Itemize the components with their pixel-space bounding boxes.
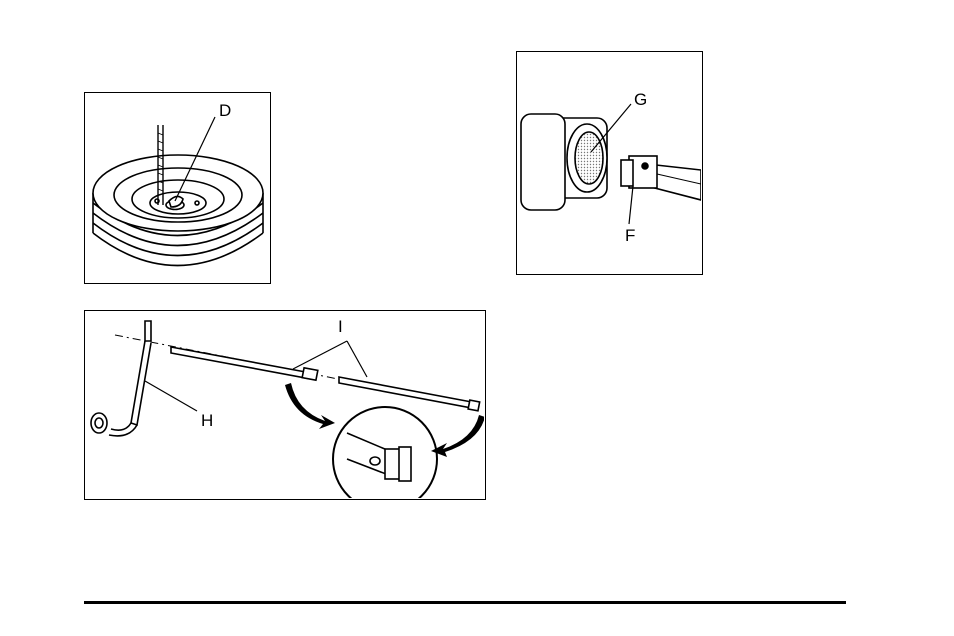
spare-tire-illustration	[84, 92, 271, 284]
callout-d: D	[219, 102, 231, 119]
callout-i: I	[338, 318, 343, 335]
callout-g: G	[634, 91, 647, 108]
socket-adapter-drawing	[517, 52, 701, 273]
footer-rule	[84, 601, 846, 604]
socket-adapter-illustration	[516, 51, 703, 275]
jack-handle-extension-illustration	[84, 310, 486, 500]
spare-tire-drawing	[85, 93, 269, 282]
callout-h: H	[201, 412, 213, 429]
callout-f: F	[625, 227, 635, 244]
jack-handle-drawing	[85, 311, 484, 498]
